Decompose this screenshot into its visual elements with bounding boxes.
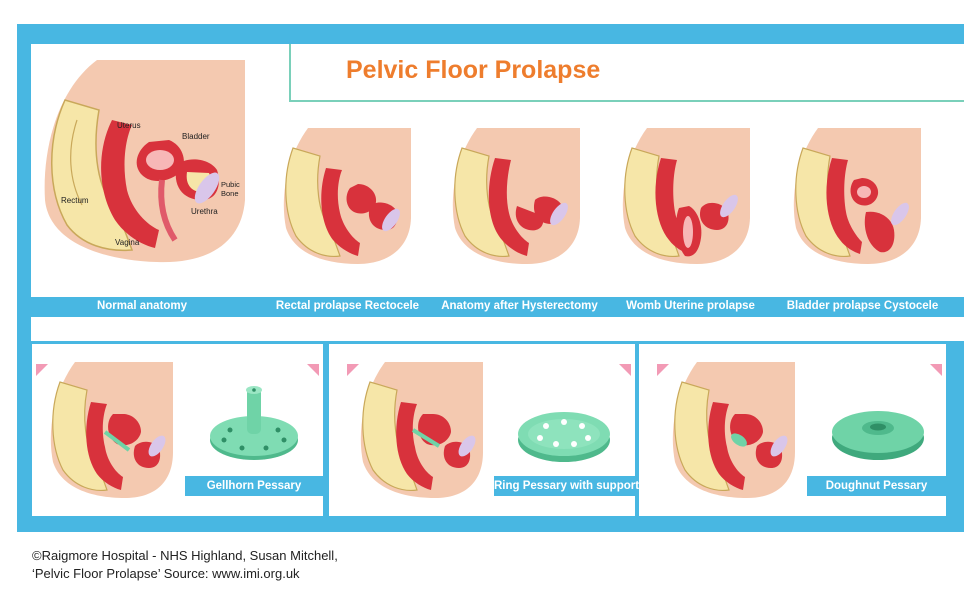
ring-anatomy-illustration xyxy=(360,362,483,498)
label-normal-anatomy: Normal anatomy xyxy=(96,300,188,312)
page-title: Pelvic Floor Prolapse xyxy=(346,56,601,84)
corner-marker xyxy=(36,364,48,376)
pubic-bone-label-1: Pubic xyxy=(221,180,240,189)
gellhorn-anatomy-illustration xyxy=(50,362,173,498)
uterine-prolapse-illustration xyxy=(622,128,750,264)
doughnut-anatomy-illustration xyxy=(672,362,795,498)
corner-marker xyxy=(619,364,631,376)
credit-line-2: ‘Pelvic Floor Prolapse’ Source: www.imi.… xyxy=(32,566,300,581)
corner-marker xyxy=(347,364,359,376)
normal-anatomy-illustration xyxy=(44,60,245,263)
label-rectocele: Rectal prolapse Rectocele xyxy=(275,300,420,312)
gellhorn-pessary-icon xyxy=(210,386,298,460)
hysterectomy-illustration xyxy=(452,128,580,264)
bladder-label: Bladder xyxy=(182,132,210,141)
label-gellhorn-pessary: Gellhorn Pessary xyxy=(185,476,323,496)
corner-marker xyxy=(657,364,669,376)
rectocele-illustration xyxy=(283,128,411,264)
urethra-label: Urethra xyxy=(191,207,218,216)
condition-label-band xyxy=(31,297,964,317)
uterus-label: Uterus xyxy=(117,121,141,130)
rectum-label: Rectum xyxy=(61,196,89,205)
credit-line-1: ©Raigmore Hospital - NHS Highland, Susan… xyxy=(32,548,338,563)
corner-marker xyxy=(307,364,319,376)
ring-pessary-icon xyxy=(518,412,610,462)
title-box xyxy=(289,44,964,102)
label-cystocele: Bladder prolapse Cystocele xyxy=(786,300,939,312)
cystocele-illustration xyxy=(793,128,921,264)
corner-marker xyxy=(930,364,942,376)
vagina-label: Vagina xyxy=(115,238,140,247)
pubic-bone-label-2: Bone xyxy=(221,189,239,198)
label-doughnut-pessary: Doughnut Pessary xyxy=(807,476,946,496)
label-uterine-prolapse: Womb Uterine prolapse xyxy=(626,300,755,312)
label-ring-pessary: Ring Pessary with support xyxy=(494,476,639,496)
separator-strip xyxy=(31,317,964,341)
label-hysterectomy: Anatomy after Hysterectomy xyxy=(441,300,598,312)
doughnut-pessary-icon xyxy=(832,411,924,460)
